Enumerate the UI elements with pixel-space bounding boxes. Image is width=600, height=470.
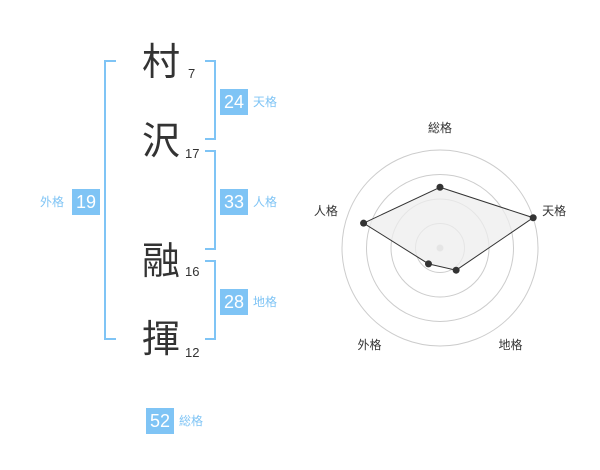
radar-point-3: [452, 266, 460, 274]
stroke-count-1: 7: [188, 66, 196, 81]
name-char-1: 村: [142, 40, 181, 84]
radar-axis-label-5: 人格: [314, 203, 338, 218]
stroke-count-4: 12: [185, 345, 200, 360]
sou-kaku-value: 52: [146, 408, 174, 434]
jin-kaku-label: 人格: [253, 195, 278, 209]
radar-axis-label-1: 総格: [428, 120, 452, 135]
gai-bracket: [104, 60, 116, 340]
stroke-count-2: 17: [185, 146, 200, 161]
chi-bracket: [205, 260, 216, 340]
name-char-3: 融: [142, 239, 181, 283]
stroke-count-3: 16: [185, 264, 200, 279]
name-char-4: 揮: [142, 317, 181, 361]
ten-bracket: [205, 60, 216, 140]
gai-kaku-label: 外格: [40, 195, 65, 209]
ten-kaku-label: 天格: [253, 95, 278, 109]
radar-axis-label-3: 地格: [499, 337, 523, 352]
jin-bracket: [205, 150, 216, 250]
radar-point-1: [436, 183, 444, 191]
radar-ring: [341, 149, 539, 347]
radar-point-2: [529, 214, 537, 222]
chi-kaku-label: 地格: [253, 295, 278, 309]
name-char-2: 沢: [142, 119, 181, 163]
radar-ring: [366, 174, 514, 322]
radar-point-5: [360, 219, 368, 227]
jin-kaku-value: 33: [220, 189, 248, 215]
sou-kaku-label: 総格: [179, 414, 204, 428]
chi-kaku-value: 28: [220, 289, 248, 315]
ten-kaku-value: 24: [220, 89, 248, 115]
radar-point-4: [424, 260, 432, 268]
radar-axis-label-4: 外格: [357, 337, 381, 352]
radar-points: [360, 183, 537, 274]
radar-area: [362, 186, 535, 271]
gai-kaku-value: 19: [72, 189, 100, 215]
radar-axis-label-2: 天格: [542, 203, 566, 218]
